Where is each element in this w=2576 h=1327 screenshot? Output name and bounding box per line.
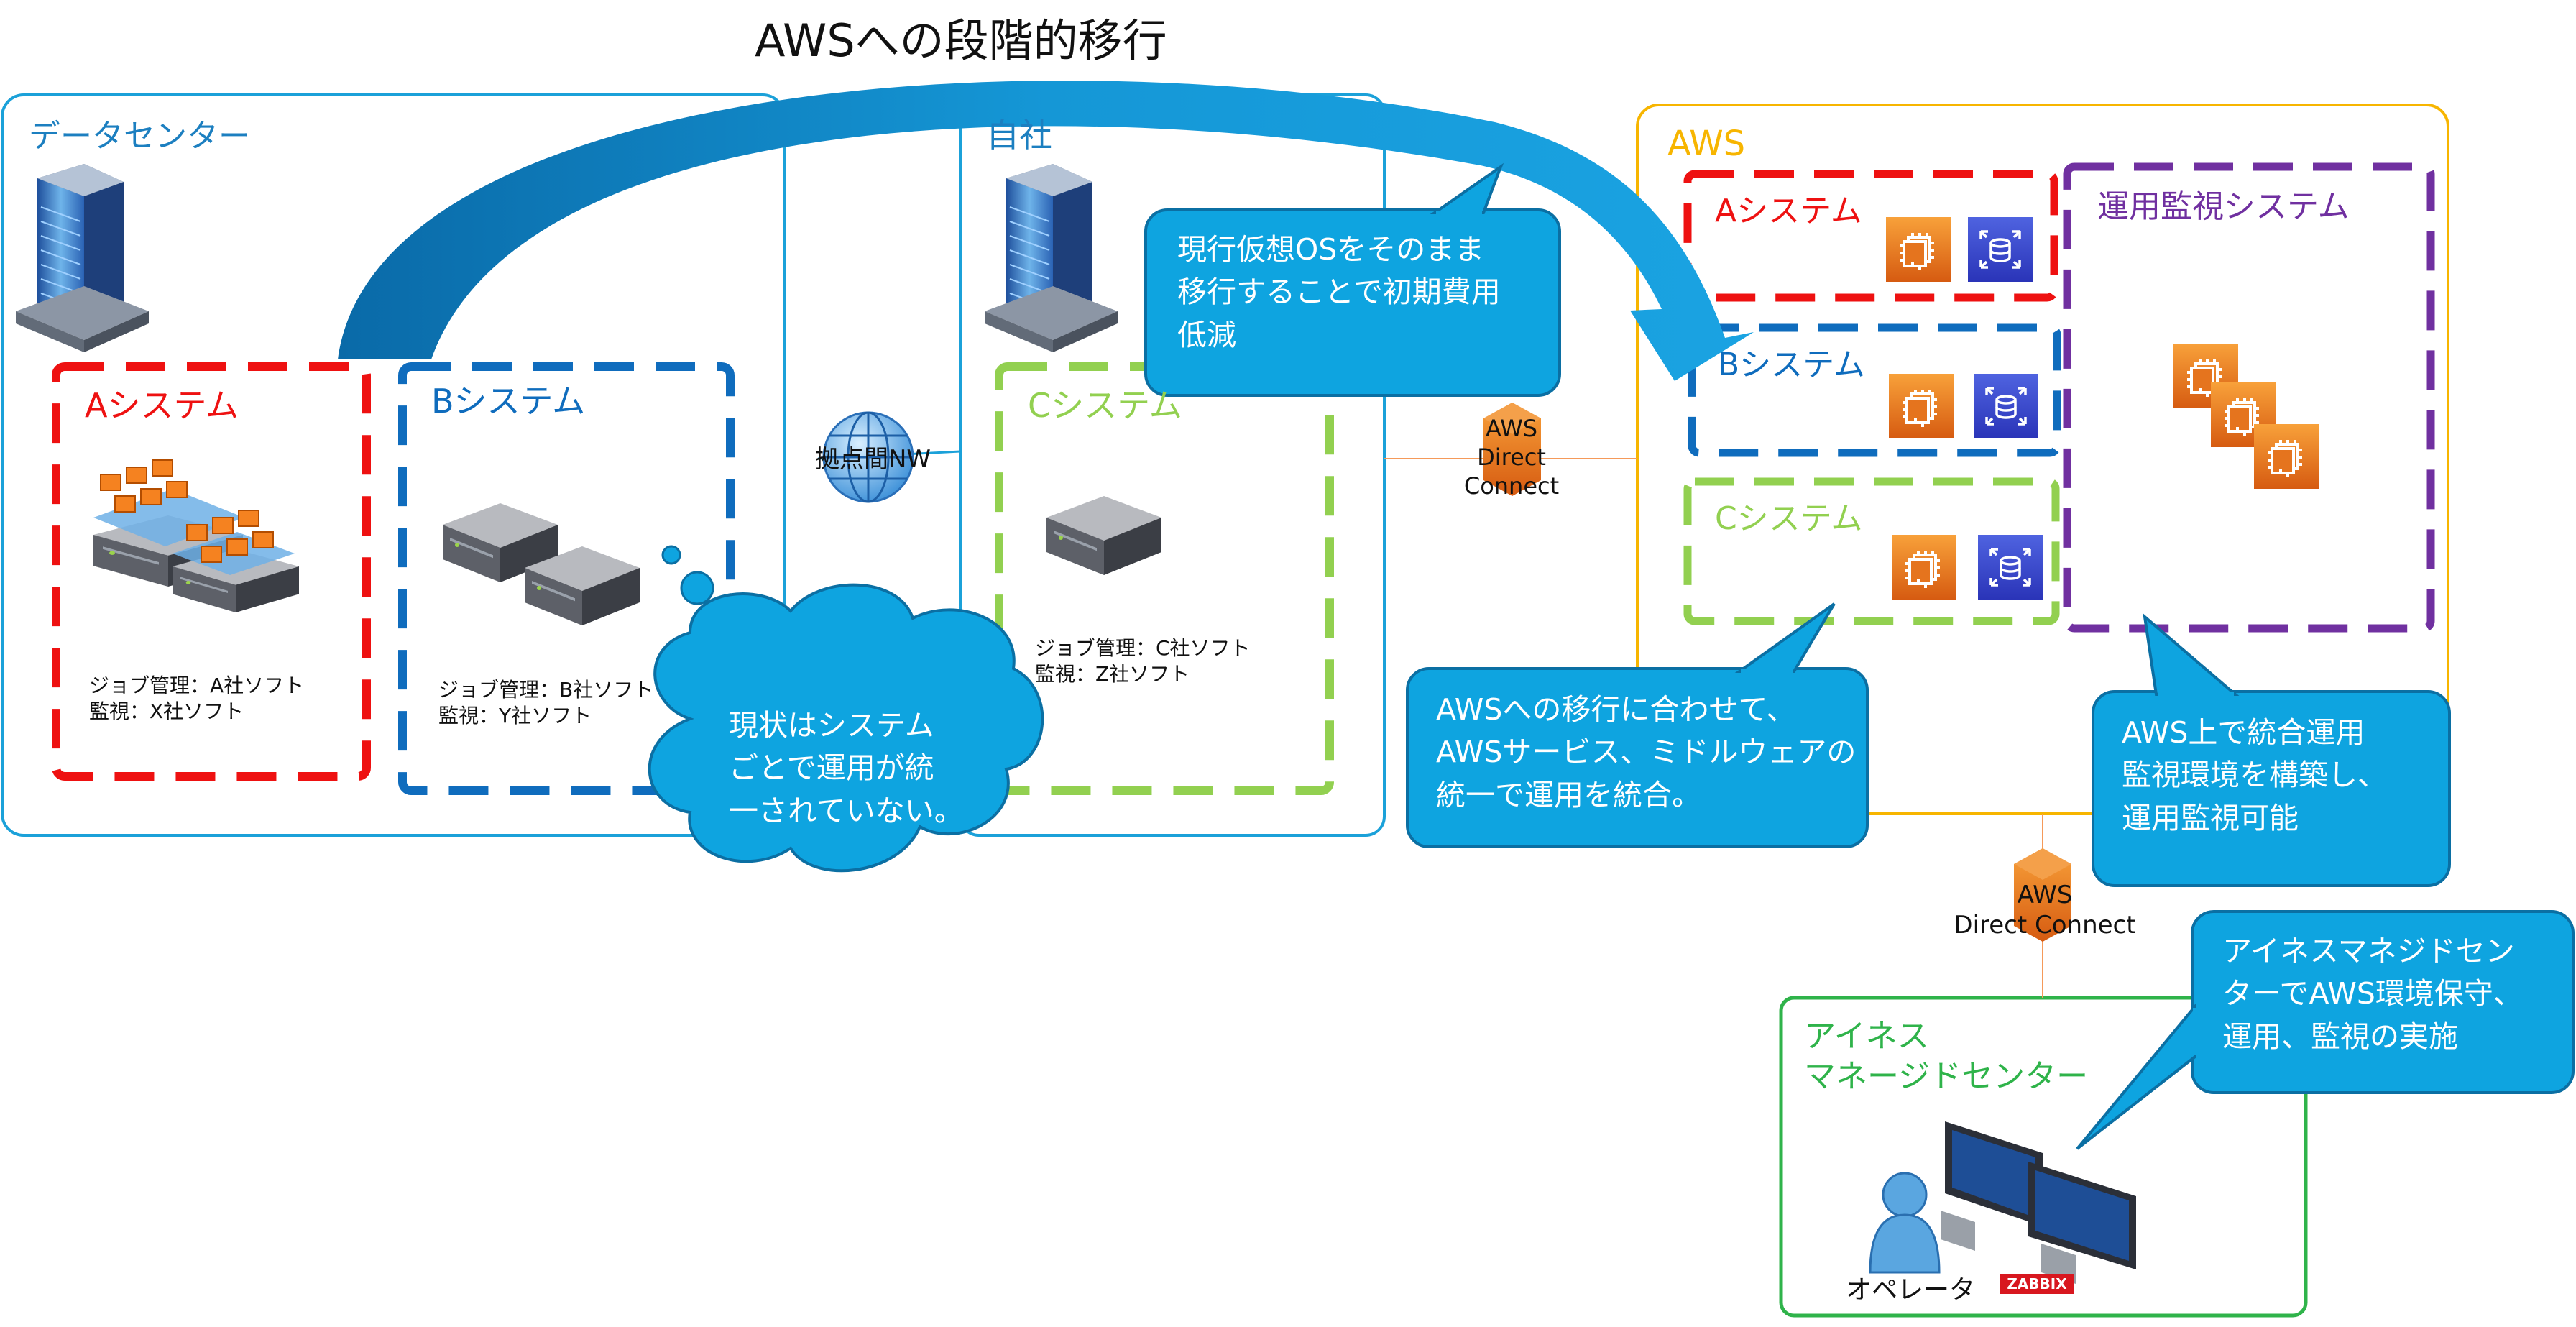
dc-system-a-info1: ジョブ管理：A社ソフト [89,674,305,697]
aws-system-c-label: Cシステム [1715,500,1863,537]
migration-callout-line: 低減 [1177,317,1236,352]
direct-connect-2-line1: AWS [2017,881,2073,909]
cloud-callout: 現状はシステム ごとで運用が統 一されていない。 [729,704,964,832]
dc-system-b-info1: ジョブ管理：B社ソフト [438,678,654,702]
zabbix-label: ZABBIX [2007,1275,2067,1292]
dc-system-b-info2: 監視：Y社ソフト [438,704,592,727]
ines-center-line2: マネージドセンター [1804,1058,2089,1095]
direct-connect-1-line3: Connect [1463,472,1560,500]
server-icon [1046,496,1162,575]
ines-callout-line: アイネスマネジドセン [2222,934,2515,968]
migration-callout-line: 現行仮想OSをそのまま [1177,232,1485,267]
aws-monitoring-box [2063,162,2435,633]
office-system-c-info1: ジョブ管理：C社ソフト [1035,636,1251,660]
ec2-icon [1885,216,1952,283]
office-system-c-label: Cシステム [1028,386,1182,425]
migration-callout: 現行仮想OSをそのまま 移行することで初期費用 低減 [1177,229,1501,357]
dc-system-a-info2: 監視：X社ソフト [89,699,244,723]
direct-connect-1-line1: AWS [1485,415,1538,442]
rds-icon [1972,372,2040,440]
aws-system-b-box [1688,323,2061,457]
migration-callout-line: 移行することで初期費用 [1177,275,1501,310]
ines-center-line1: アイネス [1804,1018,1929,1055]
monitor-callout: AWS上で統合運用 監視環境を構築し、 運用監視可能 [2122,712,2387,840]
building-icon [15,163,150,353]
aws-monitoring-label: 運用監視システム [2097,188,2350,225]
page-title: AWSへの段階的移行 [755,14,1167,67]
monitor-callout-shape [2092,690,2451,887]
cloud-callout-shape [648,583,1044,873]
aws-system-b-label: Bシステム [1718,346,1865,383]
cloud-callout-line: 現状はシステム [729,708,934,743]
operator-icon [1869,1172,1941,1274]
unify-callout-line: AWSサービス、ミドルウェアの [1436,735,1857,770]
monitor-workstation-icon [1941,1121,2136,1284]
ines-callout-shape [2191,910,2575,1094]
rds-icon [1977,533,2044,601]
dc-system-b-box [398,362,735,795]
dc-system-a-label: Aシステム [85,386,239,425]
building-icon [984,163,1118,353]
rds-icon [1966,216,2034,283]
vmware-server-cluster-icon [93,459,299,612]
datacenter-label: データセンター [29,118,250,155]
unify-callout: AWSへの移行に合わせて、 AWSサービス、ミドルウェアの 統一で運用を統合。 [1436,689,1856,817]
monitor-callout-line: 運用監視可能 [2122,800,2299,835]
office-system-c-box [995,362,1334,795]
unify-callout-shape [1406,667,1869,848]
aws-label: AWS [1668,124,1746,164]
ec2-icon [1890,533,1958,601]
ines-callout: アイネスマネジドセン ターでAWS環境保守、 運用、監視の実施 [2222,930,2523,1058]
head-office-label: 自社 [986,116,1052,155]
ines-callout-line: 運用、監視の実施 [2222,1019,2458,1054]
cloud-callout-line: 一されていない。 [729,793,964,828]
globe-icon [822,411,914,503]
unify-callout-line: 統一で運用を統合。 [1436,777,1701,812]
zabbix-logo [2000,1274,2074,1294]
dc-system-a-box [52,362,371,781]
ec2-icon [1887,372,1955,440]
direct-connect-2-line2: Direct Connect [1954,911,2136,940]
operator-label: オペレータ [1846,1275,1976,1305]
migration-arrow [338,81,1754,381]
monitor-callout-line: AWS上で統合運用 [2122,715,2365,750]
ec2-icon [2253,423,2320,490]
dc-system-b-label: Bシステム [431,382,586,421]
aws-system-a-label: Aシステム [1715,193,1862,229]
unify-callout-line: AWSへの移行に合わせて、 [1436,692,1796,727]
ines-callout-line: ターでAWS環境保守、 [2222,976,2523,1011]
direct-connect-1-line2: Direct [1477,444,1546,471]
monitor-callout-line: 監視環境を構築し、 [2122,758,2387,793]
aws-system-a-box [1683,170,2058,302]
network-label: 拠点間NW [815,445,932,474]
aws-system-c-box [1683,477,2060,625]
office-system-c-info2: 監視：Z社ソフト [1035,662,1190,686]
datacenter-container [1,93,786,837]
cloud-callout-line: ごとで運用が統 [729,750,934,786]
